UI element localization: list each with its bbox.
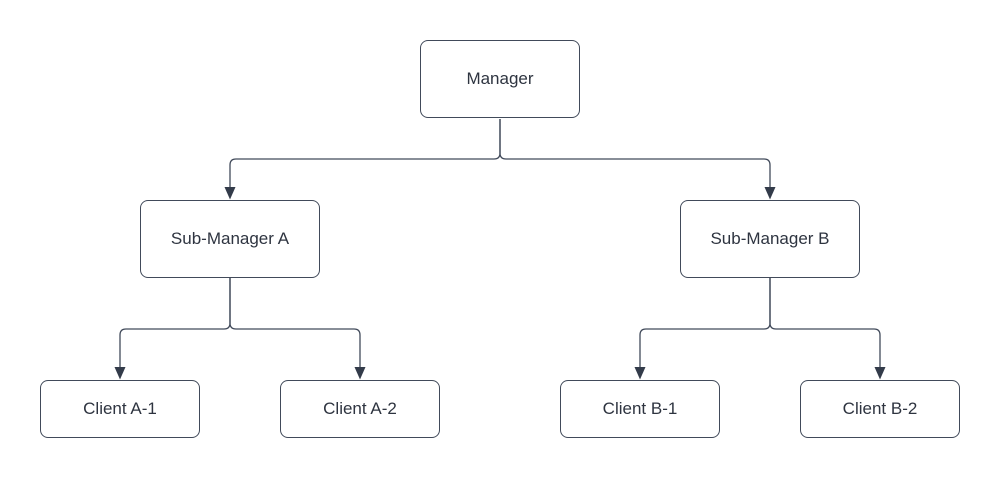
arrowhead-icon — [634, 367, 646, 380]
node-client-a-2[interactable]: Client A-2 — [280, 380, 440, 438]
node-client-b-1-label: Client B-1 — [602, 399, 678, 418]
arrowhead-icon — [764, 187, 776, 200]
edge-manager-to-sub-manager-a[interactable] — [229, 119, 501, 188]
node-sub-manager-a[interactable]: Sub-Manager A — [140, 200, 320, 278]
node-client-b-2-label: Client B-2 — [842, 399, 918, 418]
node-client-b-2[interactable]: Client B-2 — [800, 380, 960, 438]
edge-sub-manager-a-to-client-a-1[interactable] — [119, 278, 231, 368]
node-manager-label: Manager — [466, 69, 534, 88]
node-sub-manager-b[interactable]: Sub-Manager B — [680, 200, 860, 278]
node-client-a-1-label: Client A-1 — [83, 399, 157, 418]
arrowhead-icon — [354, 367, 366, 380]
node-sub-manager-a-label: Sub-Manager A — [170, 229, 290, 248]
edge-sub-manager-b-to-client-b-1[interactable] — [639, 278, 771, 368]
arrowhead-icon — [224, 187, 236, 200]
node-client-a-1[interactable]: Client A-1 — [40, 380, 200, 438]
node-client-b-1[interactable]: Client B-1 — [560, 380, 720, 438]
edge-sub-manager-a-to-client-a-2[interactable] — [229, 278, 361, 368]
edge-sub-manager-b-to-client-b-2[interactable] — [769, 278, 881, 368]
arrowhead-icon — [874, 367, 886, 380]
node-manager[interactable]: Manager — [420, 40, 580, 118]
edge-manager-to-sub-manager-b[interactable] — [499, 119, 771, 188]
node-sub-manager-b-label: Sub-Manager B — [710, 229, 830, 248]
node-client-a-2-label: Client A-2 — [323, 399, 397, 418]
arrowhead-icon — [114, 367, 126, 380]
